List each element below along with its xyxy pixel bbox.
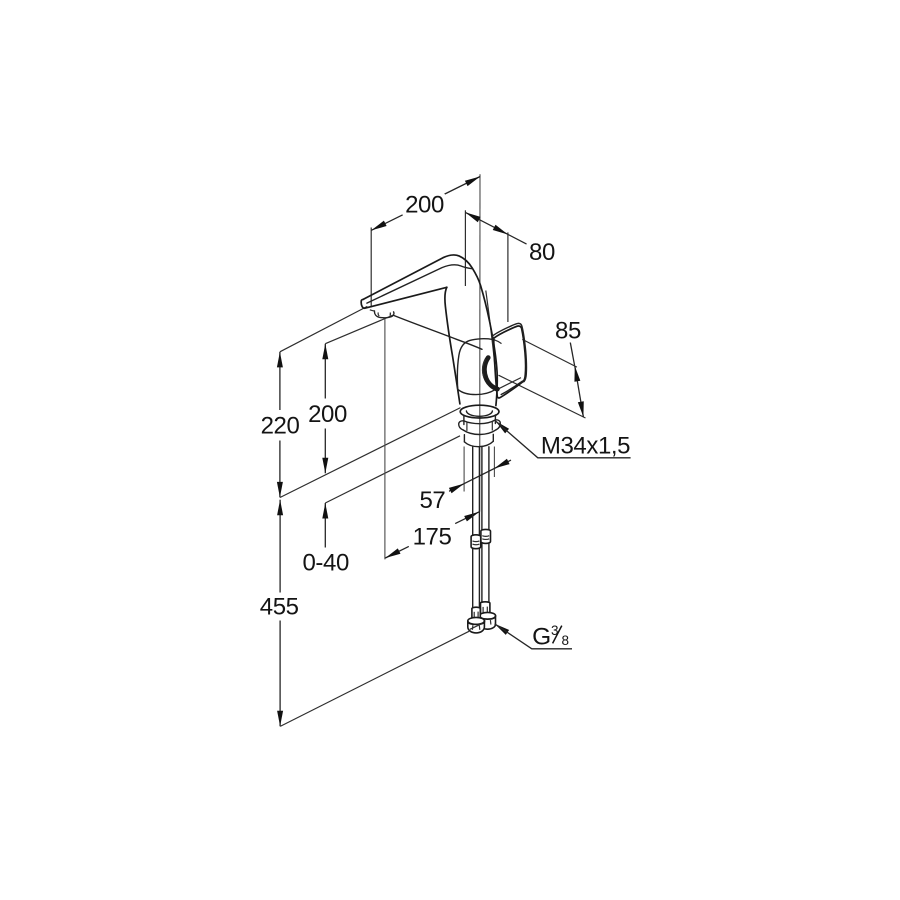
- label-0-40: 0-40: [302, 550, 348, 577]
- aerator-outline: [373, 310, 395, 319]
- nut-left-lobe: [458, 420, 465, 431]
- hose-left-coupling-groove2: [472, 543, 480, 546]
- label-g38-letter: G: [532, 624, 551, 651]
- label-g38-denominator: 8: [561, 633, 568, 648]
- ext-line-85-upper: [522, 338, 578, 368]
- dome-left-top-outline: [456, 337, 496, 390]
- arrow-80-left: [464, 209, 481, 223]
- arrow-175-left: [383, 548, 401, 561]
- label-220: 220: [261, 413, 300, 440]
- reference-plane-lines: [279, 305, 522, 727]
- aerator-detail-left: [377, 312, 380, 317]
- left-nut-hatch2: [478, 625, 481, 630]
- leader-m34: [494, 420, 631, 459]
- arrow-57-left: [448, 480, 466, 494]
- label-m34: M34x1,5: [541, 433, 630, 460]
- arrow-220-top: [276, 351, 283, 368]
- dome-bottom-outline: [457, 388, 496, 396]
- arrow-0-40-up: [322, 503, 329, 519]
- handle-gap-crescent: [481, 355, 500, 392]
- label-g38-fraction-slash: [551, 625, 563, 644]
- spout-tip-and-underside: [360, 286, 448, 310]
- left-nut-hatch1: [471, 625, 474, 630]
- label-57: 57: [419, 487, 445, 514]
- spout-inner-top-edge: [366, 264, 473, 304]
- arrow-200-left-bottom: [322, 457, 329, 474]
- arrow-455-bottom: [277, 710, 284, 727]
- handle-paddle-back-face: [491, 322, 528, 383]
- plane-line-mounting-left: [279, 407, 461, 499]
- tailpiece: [463, 433, 494, 448]
- label-200-left: 200: [308, 401, 347, 428]
- hose-right-coupling-groove1: [481, 535, 490, 537]
- plane-line-hose-end: [279, 630, 470, 727]
- arrow-200-top-right: [464, 173, 482, 187]
- extension-lines: [370, 174, 586, 560]
- nut-right-lobe: [494, 419, 501, 431]
- plane-line-clamp-bottom: [325, 435, 461, 504]
- leader-85: [569, 342, 576, 366]
- nut-top-arc: [463, 419, 497, 425]
- body-front-left-edge: [444, 286, 461, 405]
- spout-back-bottom-edge: [392, 314, 483, 350]
- hose-end-fittings: [467, 601, 497, 634]
- plane-line-spout-tip: [279, 305, 368, 353]
- label-leaders: [494, 420, 631, 650]
- label-g38-numerator: 3: [551, 623, 558, 638]
- label-85: 85: [555, 318, 581, 345]
- arrow-200-top-left: [370, 220, 387, 233]
- supply-hoses: [470, 446, 492, 609]
- aerator-lip: [369, 309, 375, 312]
- dome-top-edge-under-handle: [494, 339, 502, 345]
- mounting-nut: [458, 419, 501, 436]
- label-455: 455: [260, 594, 299, 621]
- arrow-200-left-top: [322, 343, 329, 360]
- arrow-57-right: [493, 458, 510, 472]
- arrow-80-right: [492, 224, 510, 238]
- label-80: 80: [529, 239, 555, 266]
- hose-left-coupling-groove1: [472, 540, 480, 543]
- handle-paddle-edge-connector: [491, 335, 495, 339]
- spout-top-edge-and-right-silhouette: [362, 254, 499, 407]
- tailpiece-bottom-arc: [463, 440, 494, 448]
- arrow-455-top: [277, 499, 284, 516]
- leader-g38: [494, 623, 572, 650]
- label-175: 175: [413, 524, 452, 551]
- ext-line-85-lower: [498, 374, 586, 419]
- handle-gap-crescent-echo: [481, 358, 486, 378]
- base-ring-inner: [465, 410, 494, 417]
- right-nut-hatch2: [489, 620, 492, 625]
- left-connection-nut: [467, 616, 486, 634]
- dimension-labels: 200 80 85 220 200 M34x1,5 57 175 0-40 45…: [255, 187, 630, 651]
- label-200-top: 200: [405, 192, 444, 219]
- hose-right-coupling-groove2: [481, 538, 490, 541]
- handle-paddle-front-face: [492, 325, 527, 399]
- faucet-figure: [360, 254, 528, 634]
- arrow-220-bottom: [276, 481, 283, 498]
- aerator-detail-right: [389, 312, 392, 316]
- nut-bottom-arc: [462, 429, 497, 436]
- arrow-85-top: [571, 365, 581, 382]
- base-ring-outer: [459, 404, 500, 419]
- label-g38: G 3 8: [532, 623, 569, 651]
- handle-paddle-bottom-inner: [500, 380, 524, 396]
- plane-line-aerator: [325, 314, 394, 345]
